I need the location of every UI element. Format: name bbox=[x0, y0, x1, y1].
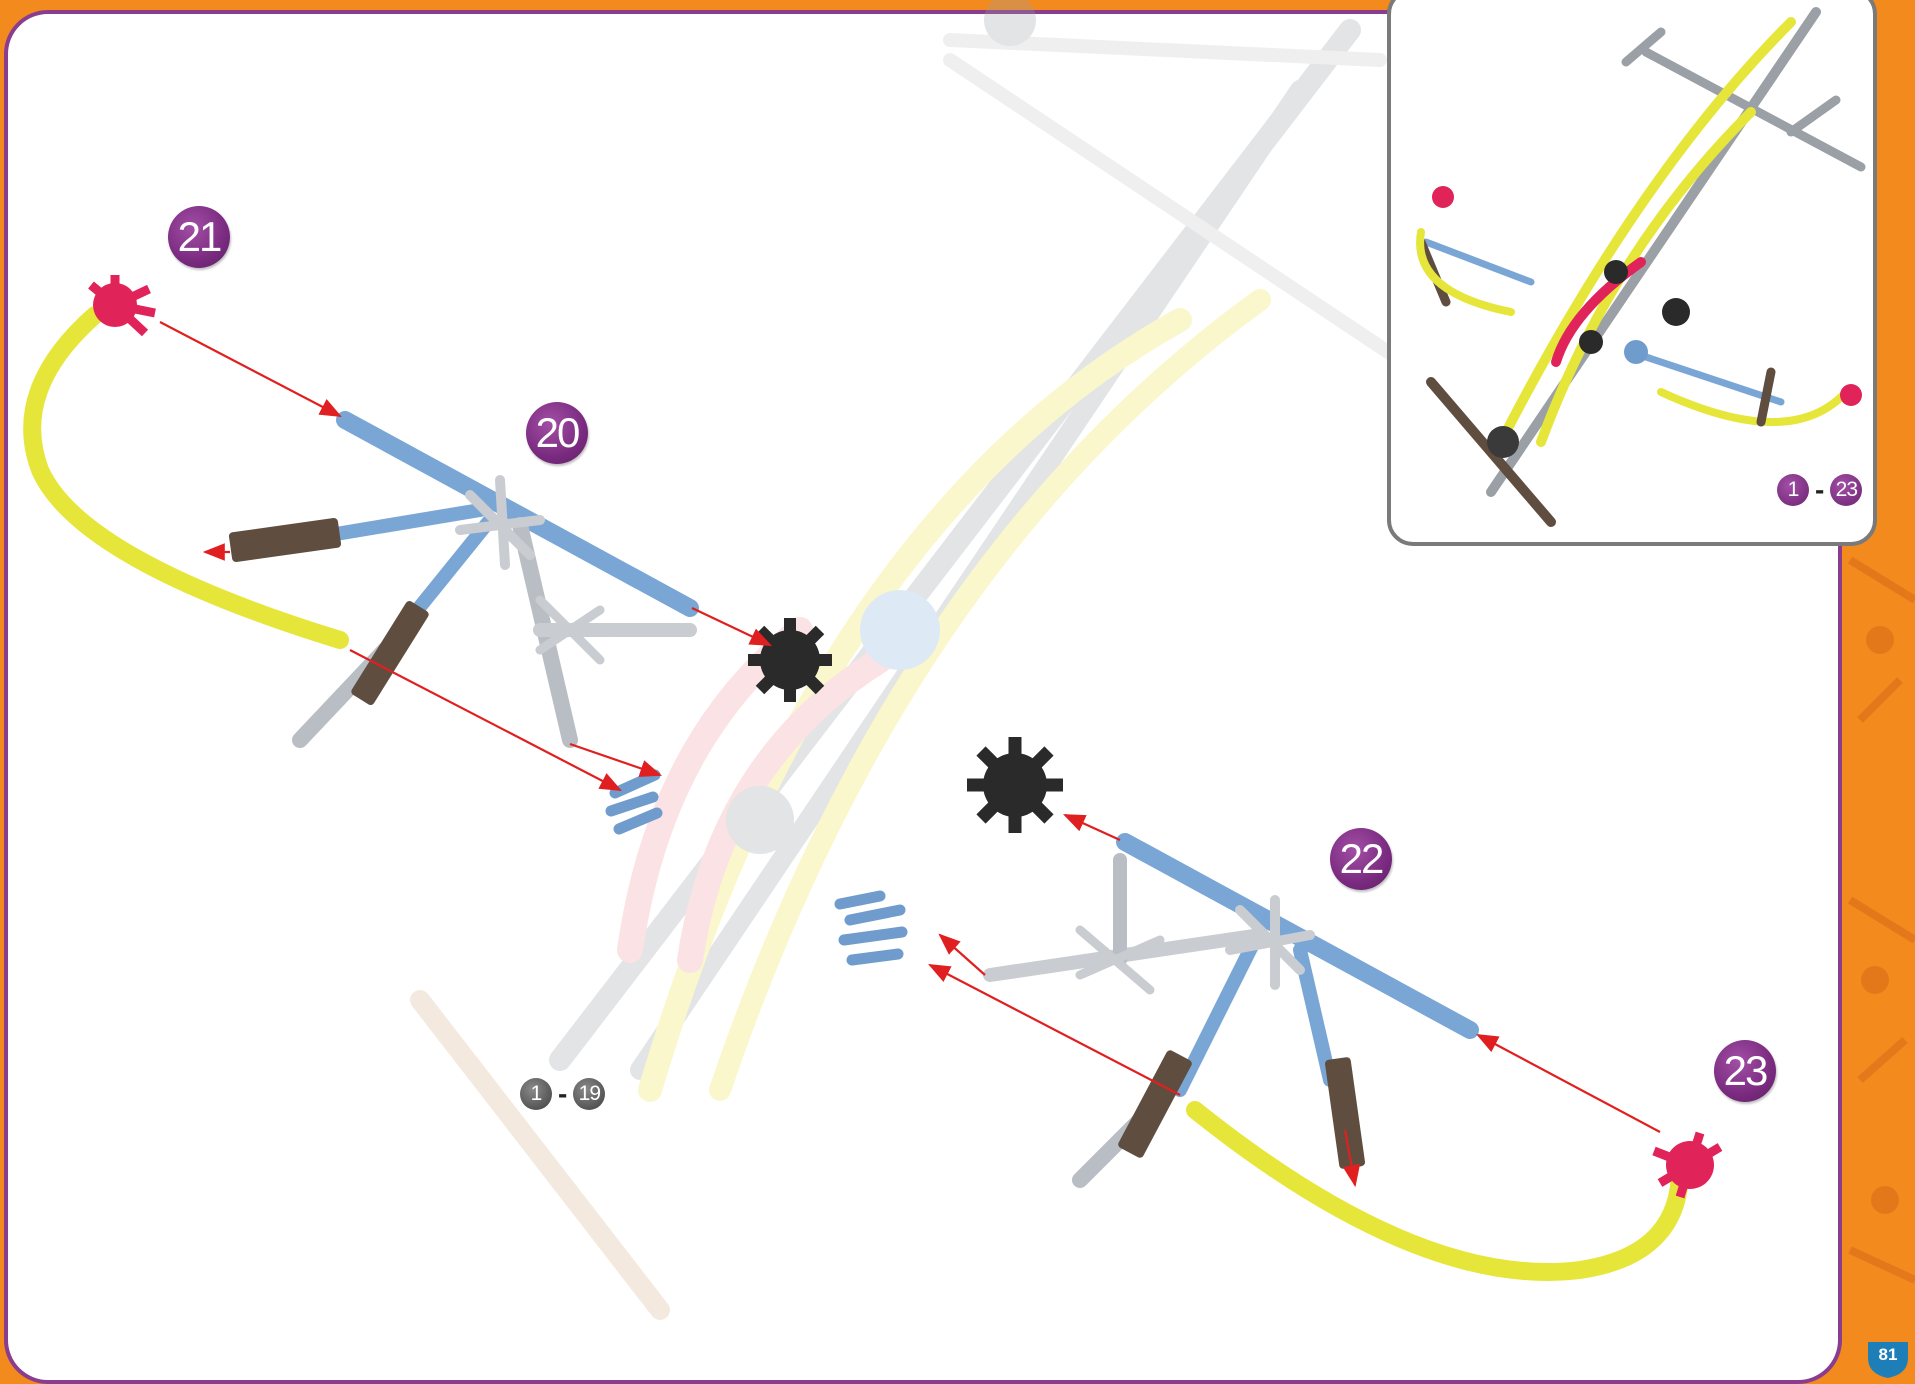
step-20-badge: 20 bbox=[526, 402, 588, 464]
wing-assembly-left bbox=[228, 420, 690, 740]
black-connector-upper bbox=[748, 618, 832, 702]
range-dash: - bbox=[558, 1078, 567, 1110]
yellow-rod-right bbox=[1195, 1110, 1680, 1272]
page-number: 81 bbox=[1866, 1340, 1910, 1380]
yellow-rod-left bbox=[32, 315, 340, 640]
range-start-badge: 1 bbox=[520, 1078, 552, 1110]
red-connector-right bbox=[1654, 1133, 1720, 1197]
step-23-badge: 23 bbox=[1714, 1040, 1776, 1102]
step-21-badge: 21 bbox=[168, 206, 230, 268]
inset-range-end-badge: 23 bbox=[1830, 474, 1862, 506]
red-connector-left bbox=[91, 275, 155, 333]
blue-connector-left bbox=[611, 775, 657, 829]
range-end-badge: 19 bbox=[573, 1078, 605, 1110]
black-connector-lower bbox=[967, 737, 1063, 833]
faded-base-model bbox=[420, 0, 1400, 1310]
completed-model-inset: 1 - 23 bbox=[1387, 0, 1877, 546]
step-22-badge: 22 bbox=[1330, 828, 1392, 890]
inset-range-start-badge: 1 bbox=[1777, 474, 1809, 506]
inset-range-dash: - bbox=[1815, 474, 1824, 506]
blue-connector-right bbox=[840, 896, 902, 960]
inset-steps-range: 1 - 23 bbox=[1777, 474, 1862, 506]
previous-steps-range: 1 - 19 bbox=[520, 1078, 605, 1110]
completed-model-drawing bbox=[1391, 0, 1877, 546]
page-number-text: 81 bbox=[1879, 1345, 1898, 1364]
